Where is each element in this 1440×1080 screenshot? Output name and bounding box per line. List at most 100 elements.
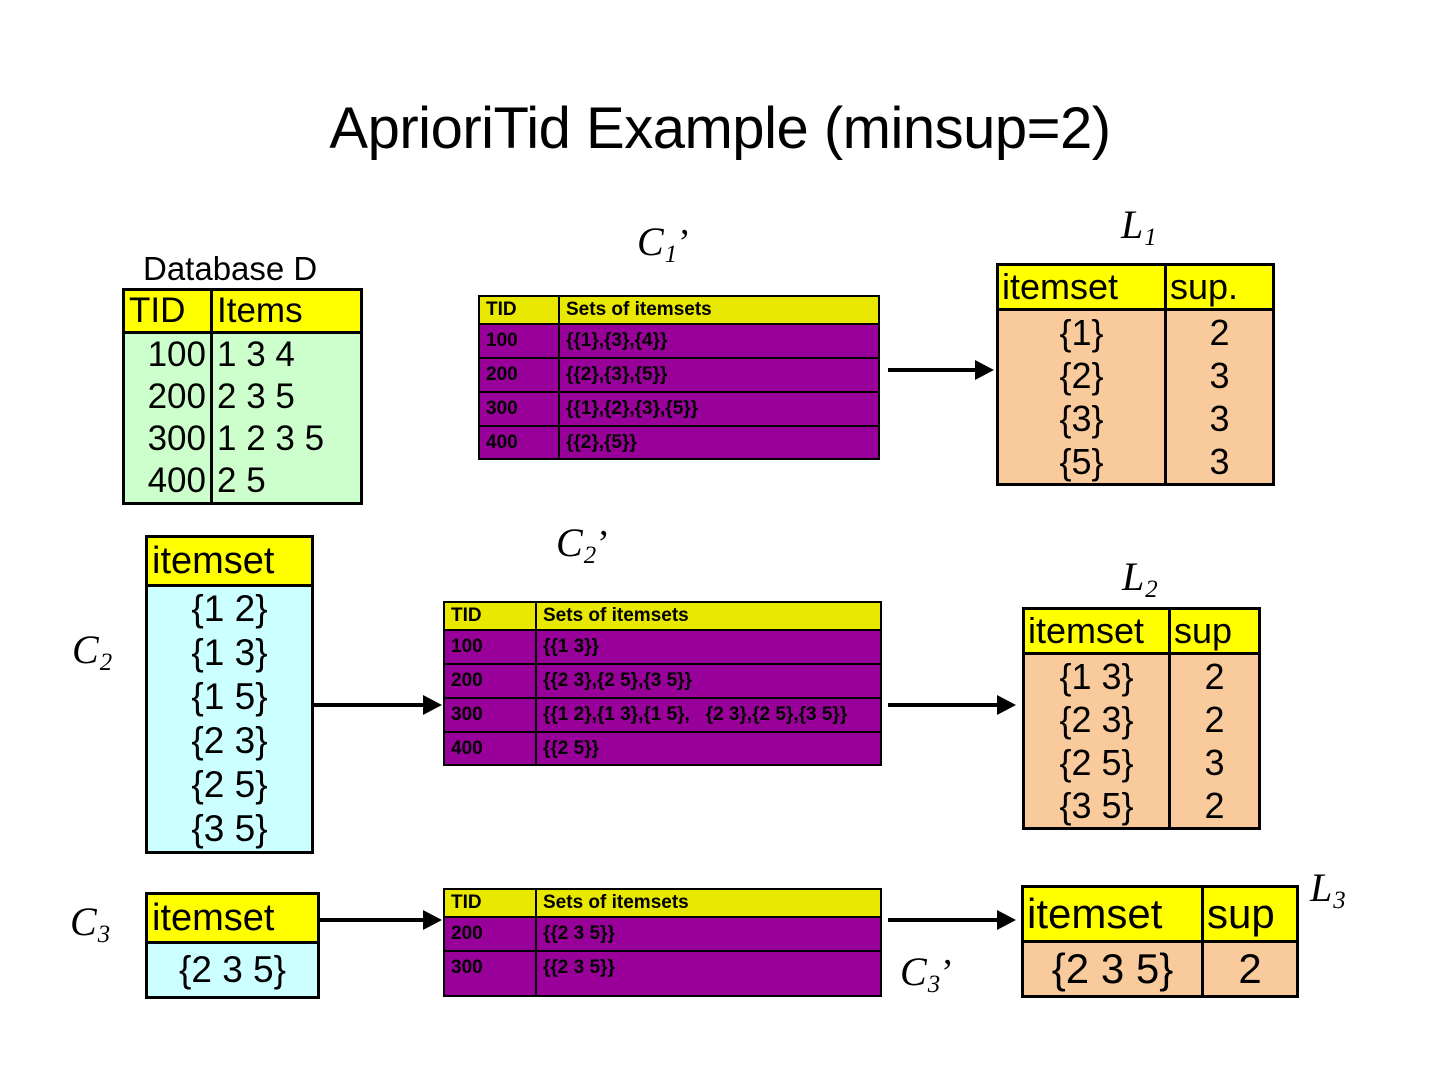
table-row: {3 5} — [146, 807, 313, 853]
table-row: {1 3} 2 — [1023, 653, 1260, 698]
label-base: C — [70, 899, 97, 944]
arrow-c1prime-to-l1 — [888, 360, 994, 380]
column-header-itemset: itemset — [997, 264, 1167, 311]
cell-itemset: {1 3} — [146, 631, 313, 675]
table-row: 200 {{2},{3},{5}} — [479, 357, 879, 393]
cell-itemset: {1 3} — [1023, 653, 1171, 698]
table-row: 400 {{2 5}} — [444, 731, 881, 766]
cell-sup: 2 — [1169, 698, 1260, 741]
cell-itemset: {2 3} — [146, 719, 313, 763]
c3-table: itemset {2 3 5} — [145, 892, 320, 999]
label-c3-prime: C3’ — [900, 952, 954, 998]
table-row: 300 1 2 3 5 — [123, 418, 362, 460]
cell-tid: 300 — [479, 391, 560, 427]
cell-sets: {{2},{5}} — [559, 425, 879, 460]
cell-itemset: {3} — [997, 397, 1167, 440]
cell-tid: 200 — [444, 917, 537, 952]
cell-items: 2 3 5 — [211, 376, 362, 418]
cell-tid: 400 — [479, 425, 560, 460]
table-row: {1 2} — [146, 585, 313, 631]
table-row: {5} 3 — [997, 440, 1274, 485]
label-subscript: 2 — [99, 648, 113, 676]
table-row: {2 3} — [146, 719, 313, 763]
arrow-c3prime-to-l3 — [888, 910, 1016, 930]
column-header-sup: sup. — [1165, 264, 1274, 311]
table-row: 100 {{1},{3},{4}} — [479, 324, 879, 359]
label-base: C — [900, 949, 927, 994]
label-subscript: 3 — [97, 920, 111, 948]
column-header-sets: Sets of itemsets — [536, 602, 881, 631]
table-row: 200 2 3 5 — [123, 376, 362, 418]
arrow-c2prime-to-l2 — [888, 695, 1016, 715]
cell-itemset: {2 3 5} — [146, 942, 319, 998]
table-header-row: TID Sets of itemsets — [479, 296, 879, 325]
arrow-c2-to-c2prime — [314, 695, 442, 715]
cell-sets: {{2 3 5}} — [536, 950, 881, 996]
table-header-row: TID Sets of itemsets — [444, 889, 881, 918]
cell-itemset: {1 5} — [146, 675, 313, 719]
l3-table: itemset sup {2 3 5} 2 — [1021, 885, 1299, 998]
label-c2: C2 — [72, 630, 112, 676]
table-row: 300 {{2 3 5}} — [444, 950, 881, 996]
table-row: {2 5} — [146, 763, 313, 807]
table-row: 200 {{2 3},{2 5},{3 5}} — [444, 663, 881, 699]
cell-itemset: {2 5} — [1023, 741, 1171, 784]
label-subscript: 3 — [927, 970, 941, 998]
table-row: {2 3 5} 2 — [1022, 941, 1298, 997]
cell-tid: 100 — [444, 630, 537, 665]
cell-tid: 300 — [444, 950, 537, 996]
table-row: 300 {{1},{2},{3},{5}} — [479, 391, 879, 427]
database-table: TID Items 100 1 3 4 200 2 3 5 300 1 2 3 … — [122, 288, 363, 505]
table-header-row: itemset — [146, 893, 319, 944]
column-header-tid: TID — [479, 296, 560, 325]
cell-itemset: {2} — [997, 354, 1167, 397]
cell-sup: 2 — [1165, 309, 1274, 354]
table-header-row: itemset sup. — [997, 264, 1274, 311]
column-header-sets: Sets of itemsets — [536, 889, 881, 918]
table-row: {1 5} — [146, 675, 313, 719]
column-header-itemset: itemset — [146, 536, 313, 587]
label-prime: ’ — [597, 523, 610, 565]
cell-itemset: {3 5} — [1023, 784, 1171, 829]
arrow-c3-to-c3prime — [320, 910, 442, 930]
cell-tid: 300 — [444, 697, 537, 733]
cell-tid: 400 — [444, 731, 537, 766]
table-header-row: TID Sets of itemsets — [444, 602, 881, 631]
label-base: C — [556, 520, 583, 565]
cell-items: 1 2 3 5 — [211, 418, 362, 460]
l2-table: itemset sup {1 3} 2 {2 3} 2 {2 5} 3 {3 5… — [1022, 607, 1261, 830]
cell-sup: 2 — [1202, 941, 1298, 997]
cell-sup: 3 — [1165, 440, 1274, 485]
cell-sets: {{2 3 5}} — [536, 917, 881, 952]
label-l2: L2 — [1122, 557, 1158, 603]
cell-sup: 2 — [1169, 784, 1260, 829]
cell-itemset: {2 5} — [146, 763, 313, 807]
table-header-row: itemset sup — [1022, 886, 1298, 943]
c1-prime-table: TID Sets of itemsets 100 {{1},{3},{4}} 2… — [478, 295, 880, 461]
table-row: 100 {{1 3}} — [444, 630, 881, 665]
column-header-sup: sup — [1169, 608, 1260, 655]
table-row: {2} 3 — [997, 354, 1274, 397]
cell-itemset: {2 3} — [1023, 698, 1171, 741]
table-header-row: TID Items — [123, 289, 362, 334]
column-header-tid: TID — [444, 602, 537, 631]
cell-sup: 2 — [1169, 653, 1260, 698]
database-caption: Database D — [143, 250, 318, 287]
label-c3: C3 — [70, 902, 110, 948]
cell-tid: 300 — [123, 418, 213, 460]
cell-tid: 200 — [479, 357, 560, 393]
column-header-sup: sup — [1202, 886, 1298, 943]
cell-sets: {{1 3}} — [536, 630, 881, 665]
label-subscript: 3 — [1333, 886, 1346, 914]
label-l1: L1 — [1121, 205, 1157, 251]
table-row: 200 {{2 3 5}} — [444, 917, 881, 952]
column-header-sets: Sets of itemsets — [559, 296, 879, 325]
column-header-itemset: itemset — [1023, 608, 1171, 655]
label-base: C — [72, 627, 99, 672]
cell-itemset: {1} — [997, 309, 1167, 354]
table-row: 100 1 3 4 — [123, 332, 362, 376]
c2-prime-table: TID Sets of itemsets 100 {{1 3}} 200 {{2… — [443, 601, 882, 767]
label-base: L — [1122, 554, 1145, 599]
label-l3: L3 — [1310, 868, 1346, 914]
